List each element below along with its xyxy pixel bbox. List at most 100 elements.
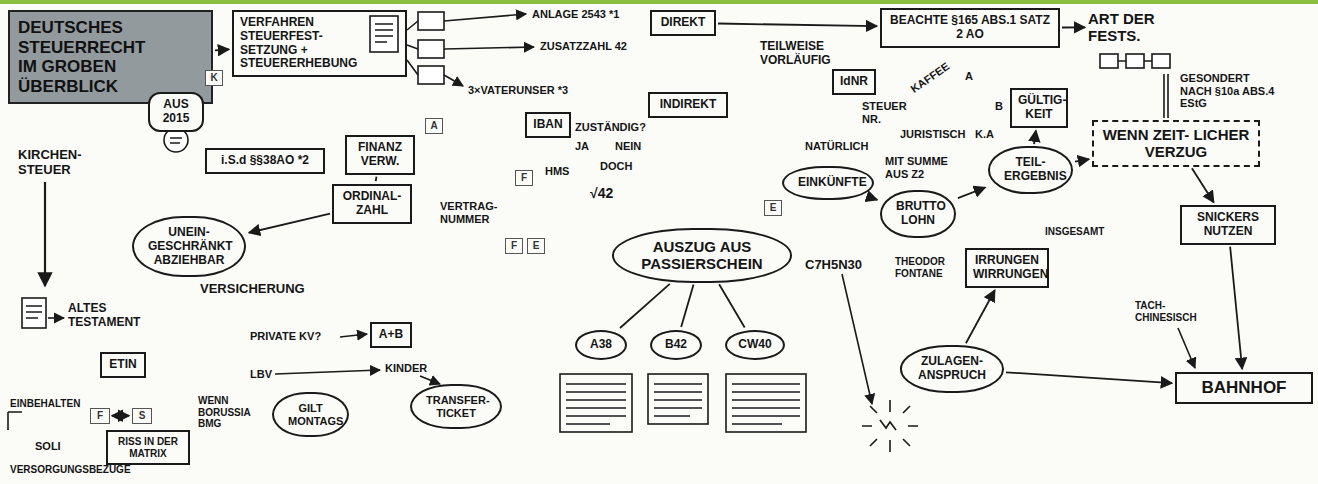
letter-tag: K [205, 70, 223, 86]
letter-tag: A [425, 118, 443, 134]
note-label: ALTES TESTAMENT [68, 302, 148, 330]
node-text: GÜLTIG- KEIT [1018, 94, 1060, 122]
cloud-bubble: AUSZUG AUS PASSIERSCHEIN [612, 228, 792, 283]
cloud-bubble: TEIL- ERGEBNIS [988, 146, 1073, 194]
cloud-bubble: TRANSFER- TICKET [410, 384, 502, 429]
node-text: UNEIN- GESCHRÄNKT ABZIEHBAR [148, 226, 230, 267]
sketch-line [170, 138, 182, 143]
sketch-line [566, 384, 626, 424]
sketch-line [340, 334, 367, 337]
node-text: AUS 2015 [156, 98, 196, 126]
sketch-line [654, 384, 702, 416]
oval-node: B42 [650, 330, 702, 360]
node-text: DIREKT [658, 16, 708, 30]
sketch-line [560, 374, 632, 432]
sketch-line [444, 14, 526, 21]
note-label: VERSORGUNGSBEZÜGE [10, 464, 131, 476]
node-text: F [94, 410, 106, 422]
process-box: IdNR [832, 69, 876, 95]
note-label: EINBEHALTEN [10, 398, 80, 410]
node-text: BAHNHOF [1183, 378, 1305, 398]
note-label: SOLI [35, 440, 61, 453]
node-text: ART DER FESTS. [1088, 10, 1178, 45]
node-text: IRRUNGEN WIRRUNGEN [973, 254, 1041, 282]
note-label: PRIVATE KV? [250, 330, 321, 343]
node-text: INDIREKT [656, 98, 720, 112]
letter-tag: F [515, 170, 533, 186]
node-text: ORDINAL- ZAHL [340, 190, 404, 218]
note-label: LBV [250, 368, 272, 381]
process-box: A+B [370, 322, 412, 348]
note-label: THEODOR FONTANE [895, 256, 961, 279]
process-box: BEACHTE §165 ABS.1 SATZ 2 AO [880, 8, 1060, 48]
process-box: INDIREKT [648, 92, 728, 118]
sketch-line [1100, 54, 1118, 68]
connector-arrow [375, 177, 378, 181]
connector-arrow [719, 284, 745, 327]
node-text: TEIL- ERGEBNIS [1004, 156, 1057, 184]
connector-arrow [1062, 27, 1085, 29]
connector-arrow [1034, 131, 1036, 144]
node-text: IdNR [840, 75, 868, 89]
node-text: BEACHTE §165 ABS.1 SATZ 2 AO [888, 14, 1052, 42]
node-text: A [429, 120, 439, 132]
sketch-line [444, 47, 534, 49]
connector-arrow [620, 284, 670, 328]
node-text: DEUTSCHES STEUERRECHT IM GROBEN ÜBERBLIC… [18, 18, 161, 96]
note-label: TEILWEISE VORLÄUFIG [760, 40, 840, 68]
node-text: F [519, 172, 529, 184]
node-text: A38 [585, 338, 617, 352]
sketch-line [732, 384, 800, 424]
note-label: JURISTISCH [900, 128, 965, 141]
note-label: TACH- CHINESISCH [1135, 300, 1220, 323]
sketch-line [1178, 328, 1195, 368]
oval-node: CW40 [725, 330, 785, 360]
cloud-bubble: UNEIN- GESCHRÄNKT ABZIEHBAR [132, 216, 246, 277]
node-text: ZULAGEN- ANSPRUCH [916, 355, 988, 383]
note-label: HMS [545, 165, 569, 178]
node-text: SNICKERS NUTZEN [1188, 211, 1268, 239]
node-text: E [531, 240, 541, 252]
sketch-line [375, 24, 393, 42]
node-text: ETIN [108, 358, 138, 372]
cloud-bubble: ZULAGEN- ANSPRUCH [900, 345, 1004, 393]
note-label: B [995, 100, 1003, 113]
note-label: C7H5N30 [805, 258, 862, 273]
process-box: i.S.d §§38AO *2 [205, 148, 325, 174]
sketch-line [648, 374, 708, 424]
note-label: ZUSTÄNDIG? [575, 121, 646, 134]
sketch-line [370, 16, 398, 52]
sketch-line [1118, 60, 1152, 62]
sketch-line [880, 420, 896, 430]
title-box: DEUTSCHES STEUERRECHT IM GROBEN ÜBERBLIC… [8, 10, 213, 104]
cloud-bubble: BRUTTO LOHN [880, 190, 956, 238]
letter-tag: E [764, 200, 782, 216]
connector-arrow [112, 415, 129, 417]
node-text: B42 [660, 338, 692, 352]
node-text: BRUTTO LOHN [896, 200, 940, 228]
note-label: GESONDERT NACH §10a ABS.4 EStG [1180, 72, 1275, 110]
note-label: 3×VATERUNSER *3 [468, 84, 568, 97]
sketch-line [1164, 74, 1168, 118]
connector-arrow [958, 188, 985, 199]
cloud-bubble: GILT MONTAGS [272, 392, 349, 437]
node-text: A+B [378, 328, 404, 342]
connector-arrow [718, 23, 877, 26]
node-text: F [509, 240, 519, 252]
text-node: ART DER FESTS. [1088, 10, 1178, 45]
note-label: DOCH [600, 160, 632, 173]
process-box: FINANZ VERW. [345, 135, 415, 175]
sketch-line [444, 75, 463, 86]
sketch-line [164, 128, 188, 152]
note-label: ANLAGE 2543 *1 [532, 8, 619, 21]
note-label: K.A [975, 128, 994, 141]
node-text: CW40 [735, 338, 775, 352]
node-text: RISS IN DER MATRIX [114, 436, 182, 459]
node-text: TRANSFER- TICKET [426, 394, 486, 419]
connector-arrow [1075, 159, 1089, 162]
process-box: SNICKERS NUTZEN [1180, 205, 1276, 245]
connector-arrow [681, 284, 693, 327]
node-text: IBAN [533, 118, 563, 132]
rounded-box: AUS 2015 [148, 92, 204, 132]
